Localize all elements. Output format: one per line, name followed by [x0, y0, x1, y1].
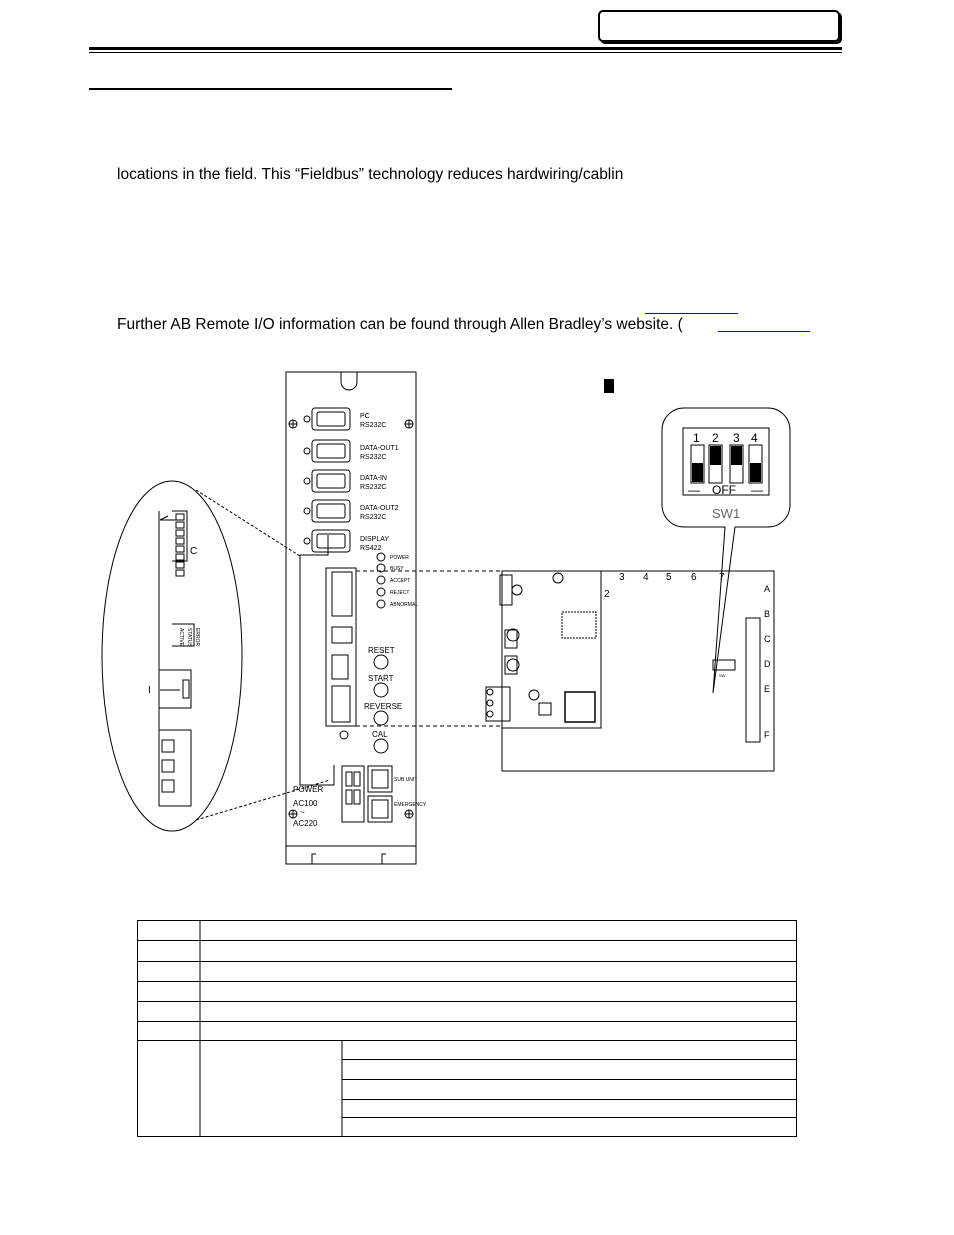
sw-num-3: 3	[733, 431, 740, 445]
start-label: START	[368, 674, 394, 683]
power-connectors	[341, 765, 393, 823]
power-label: POWER	[293, 785, 323, 794]
port-label-data-out2: DATA-OUT2	[360, 505, 399, 512]
power-range-1: AC100	[293, 799, 318, 808]
board-col-5: 5	[666, 572, 672, 583]
port-sub-pc: RS232C	[360, 422, 386, 429]
led-accept: ACCEPT	[390, 578, 410, 584]
projection-lines	[356, 570, 502, 727]
board-col-7: 7	[719, 572, 725, 583]
sw-off-label: OFF	[712, 483, 736, 497]
zoom-small-active: ACTIVE	[178, 628, 184, 647]
port-sub-data-out1: RS232C	[360, 454, 386, 461]
zoom-small-error: ERROR	[194, 628, 200, 646]
zoom-label-c: C	[190, 546, 197, 557]
board-row-f: F	[764, 730, 770, 740]
led-busy: BUSY	[390, 566, 404, 572]
port-label-display: DISPLAY	[360, 536, 389, 543]
board-col-4: 4	[643, 572, 649, 583]
sw-num-2: 2	[712, 431, 719, 445]
zoom-label-i: I	[148, 685, 151, 696]
sw-dash-left: —	[688, 483, 700, 497]
link-underline-2[interactable]	[718, 331, 810, 332]
link-underline-1[interactable]	[645, 313, 738, 314]
sw-num-1: 1	[693, 431, 700, 445]
led-power: POWER	[390, 555, 409, 561]
reset-label: RESET	[368, 646, 395, 655]
board-sw-tag: SW	[719, 673, 726, 678]
port-sub-display: RS422	[360, 545, 382, 552]
zoom-small-status: STATUS	[186, 628, 192, 648]
sw1-name: SW1	[712, 506, 740, 521]
board-row-a: A	[764, 584, 770, 594]
header-box	[598, 10, 840, 42]
led-reject: REJECT	[390, 590, 409, 596]
led-abnormal: ABNORMAL	[390, 602, 418, 608]
sub-unit-label: SUB UNIT	[394, 777, 417, 783]
board-col-6: 6	[691, 572, 697, 583]
board-row-c: C	[764, 634, 771, 644]
reverse-button	[373, 710, 389, 726]
header-rule	[89, 47, 842, 50]
zoom-lines-left	[195, 489, 331, 821]
circuit-board	[485, 570, 775, 772]
front-panel	[285, 371, 417, 865]
sw1-toggles	[692, 446, 761, 482]
panel-ports	[303, 407, 351, 553]
port-label-data-in: DATA-IN	[360, 475, 387, 482]
port-sub-data-in: RS232C	[360, 484, 386, 491]
settings-table	[137, 920, 797, 1137]
power-range-3: AC220	[293, 819, 318, 828]
body-line-1: locations in the field. This “Fieldbus” …	[117, 166, 624, 183]
board-row-d: D	[764, 659, 771, 669]
port-label-pc: PC	[360, 413, 370, 420]
section-rule	[89, 88, 452, 90]
cal-label: CAL	[372, 730, 388, 739]
sw-dash-right: —	[751, 483, 763, 497]
board-row-b: B	[764, 609, 770, 619]
start-button	[373, 682, 389, 698]
cal-button	[373, 738, 389, 754]
port-label-data-out1: DATA-OUT1	[360, 445, 399, 452]
body-line-2: Further AB Remote I/O information can be…	[117, 316, 683, 333]
emergency-label: EMERGENCY	[394, 802, 427, 808]
screw-icons	[288, 419, 414, 819]
sw1-callout	[661, 407, 791, 694]
port-sub-data-out2: RS232C	[360, 514, 386, 521]
board-row-e: E	[764, 684, 770, 694]
marker-square	[604, 379, 614, 393]
board-col-3: 3	[619, 572, 625, 583]
zoom-detail-left	[101, 480, 243, 832]
reset-button	[373, 654, 389, 670]
power-range-2: ~	[300, 808, 305, 817]
board-col-2: 2	[604, 589, 610, 600]
reverse-label: REVERSE	[364, 702, 402, 711]
header-rule-thin	[89, 52, 842, 53]
sw-num-4: 4	[751, 431, 758, 445]
status-leds	[376, 552, 386, 609]
